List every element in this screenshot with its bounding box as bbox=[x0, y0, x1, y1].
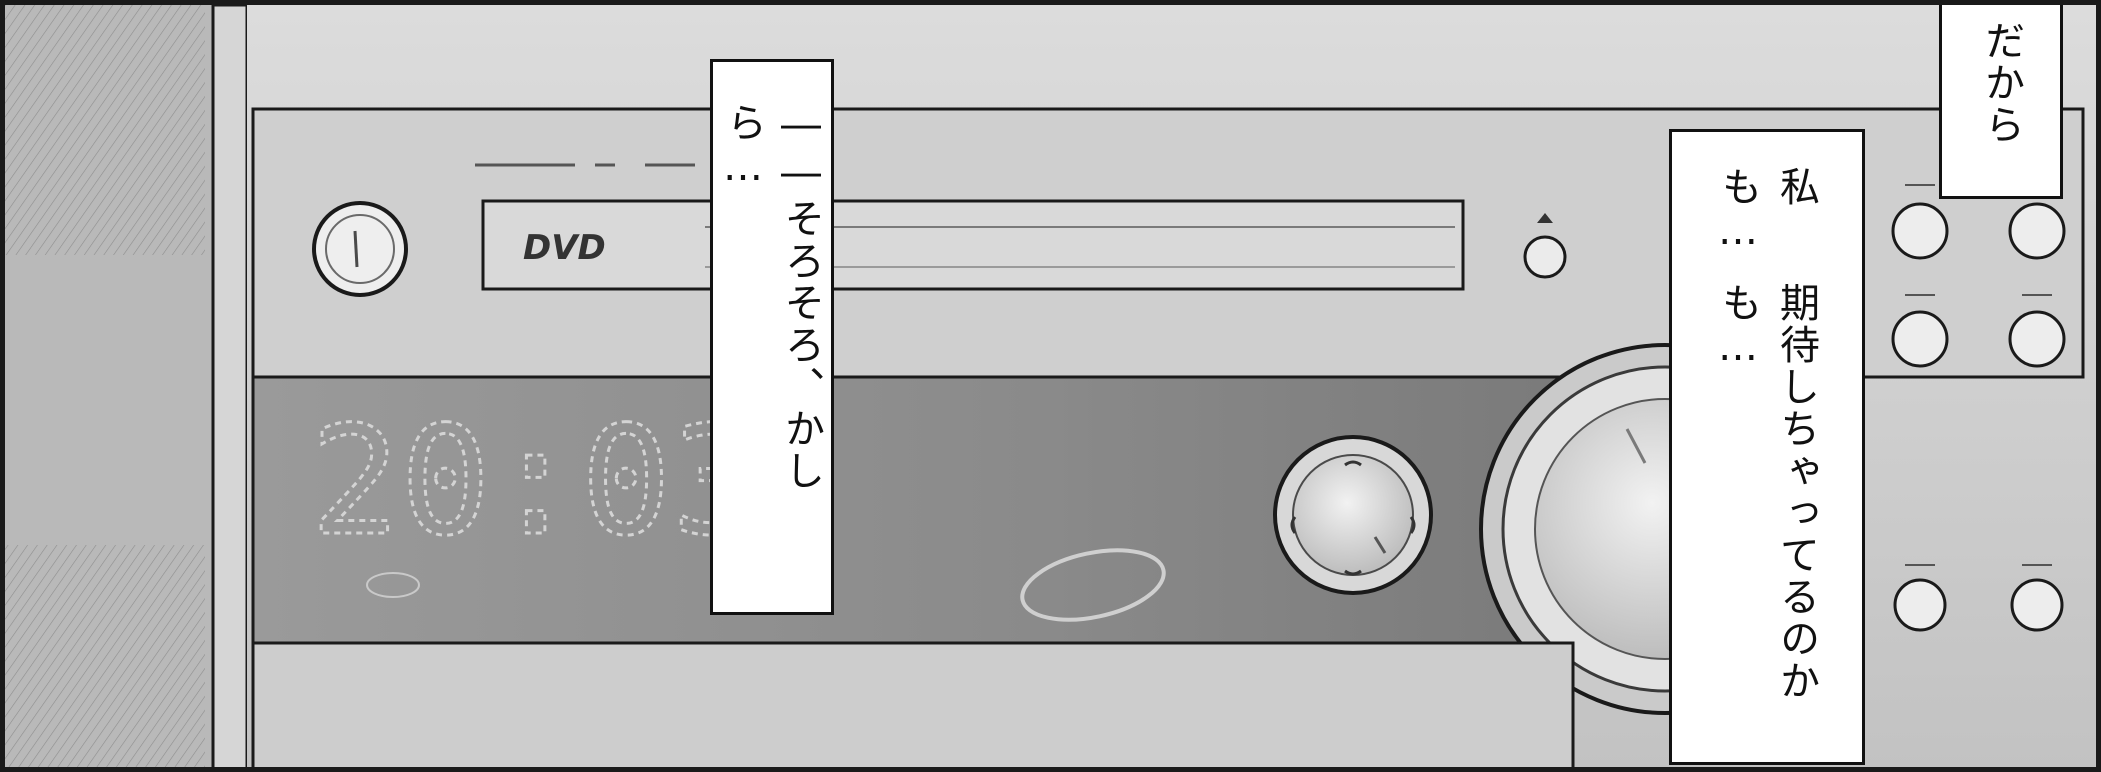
balloon-line-1: 私も… bbox=[1715, 166, 1819, 256]
disc-slot bbox=[481, 199, 1465, 291]
dvd-logo: DVD bbox=[523, 228, 606, 268]
balloon-text: だから bbox=[1978, 20, 2024, 146]
balloon-text: ――そろそろ、かしら… bbox=[720, 102, 824, 492]
balloon-line-2: 期待しちゃってるのかも… bbox=[1715, 281, 1819, 702]
frame-post bbox=[211, 5, 249, 767]
speech-balloon-right: 私も… 期待しちゃってるのかも… bbox=[1669, 129, 1865, 765]
speech-balloon-center: ――そろそろ、かしら… bbox=[710, 59, 834, 615]
control-button-icon bbox=[1891, 184, 2066, 632]
lower-panel bbox=[251, 641, 1575, 767]
jog-dial-icon bbox=[1273, 435, 1433, 595]
display-ring bbox=[1020, 548, 1166, 622]
power-button-icon bbox=[312, 201, 408, 297]
eject-button-icon bbox=[1523, 213, 1567, 279]
speech-balloon-top-right: だから bbox=[1939, 5, 2063, 199]
clock-display: 20:03 bbox=[310, 395, 762, 569]
